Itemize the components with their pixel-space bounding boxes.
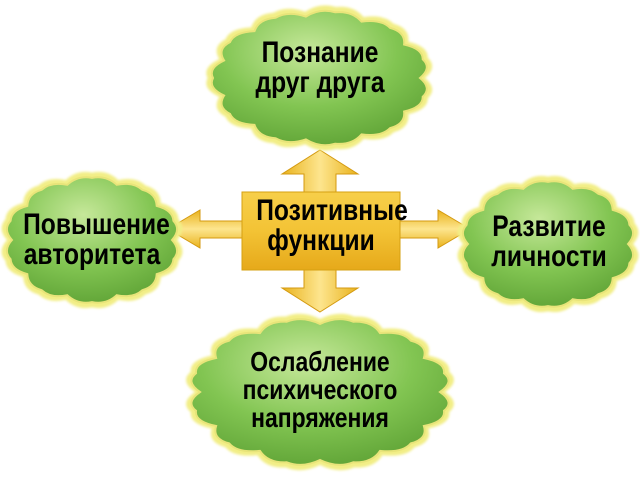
node-label-right: Развитие личности: [481, 212, 617, 272]
center-label-line-1: Позитивные: [256, 194, 408, 227]
center-label: Позитивные функции: [256, 194, 408, 257]
cloud-left-body: [5, 176, 179, 304]
cloud-left: [1, 171, 183, 309]
node-bottom-line-1: Ослабление: [250, 346, 390, 377]
cloud-right: [457, 175, 639, 313]
node-right-line-1: Развитие: [492, 210, 606, 243]
node-label-top: Познание друг друга: [238, 38, 402, 98]
node-right-line-2: личности: [491, 240, 607, 273]
cloud-top-body: [210, 9, 428, 147]
node-label-left: Повышение авторитета: [23, 208, 170, 271]
center-box: [241, 191, 401, 271]
node-bottom-line-3: напряжения: [251, 402, 389, 433]
node-left-line-1: Повышение: [23, 208, 170, 241]
cloud-bottom: [186, 313, 454, 471]
node-label-bottom: Ослабление психического напряжения: [228, 348, 412, 432]
node-top-line-2: друг друга: [255, 66, 385, 99]
cloud-top: [206, 5, 433, 151]
cloud-right-body: [461, 180, 635, 308]
node-left-line-2: авторитета: [23, 238, 161, 271]
cloud-bottom-body: [190, 318, 450, 466]
node-bottom-line-2: психического: [242, 374, 398, 405]
node-top-line-1: Познание: [261, 36, 379, 69]
center-label-line-2: функции: [267, 224, 375, 257]
